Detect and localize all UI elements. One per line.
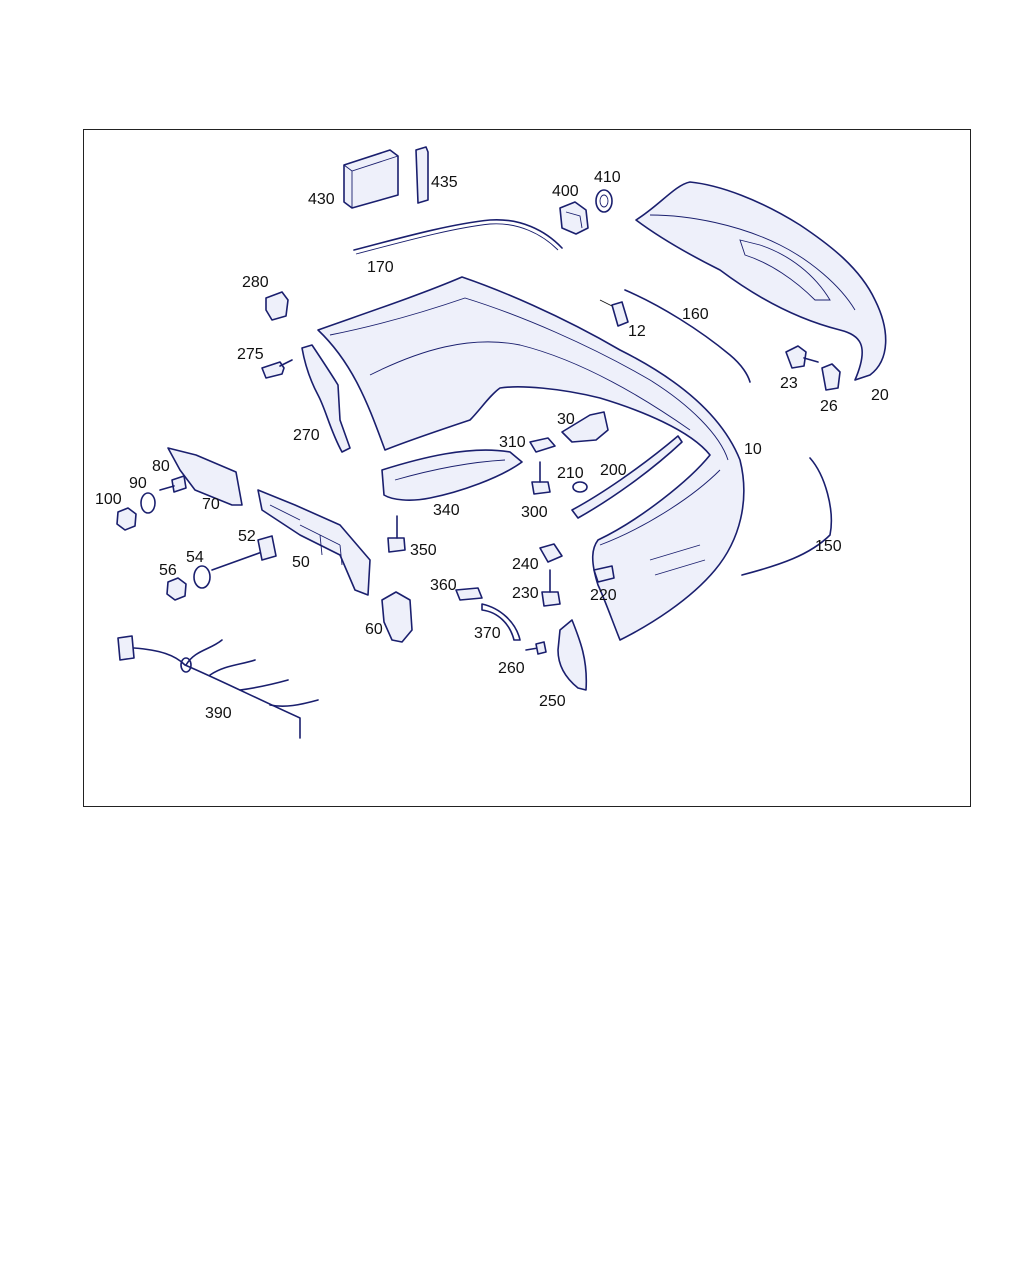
label-26: 26 [820, 398, 838, 415]
label-20: 20 [871, 387, 889, 404]
part-52-bolt [211, 535, 277, 571]
label-200: 200 [600, 462, 627, 479]
part-270-side-bracket [301, 344, 351, 453]
label-150: 150 [815, 538, 842, 555]
label-400: 400 [552, 183, 579, 200]
label-230: 230 [512, 585, 539, 602]
label-370: 370 [474, 625, 501, 642]
part-370-seal-strip [481, 603, 521, 641]
part-90-washer [140, 492, 156, 514]
part-340-undertray [381, 449, 523, 501]
part-435-bracket [415, 146, 429, 204]
part-54-washer [193, 565, 211, 589]
part-430-control-module [343, 149, 399, 209]
part-150-trim-strip [741, 457, 833, 576]
part-260-rivet [525, 641, 547, 655]
part-160-trim-strip [624, 289, 751, 383]
label-54: 54 [186, 549, 204, 566]
label-310: 310 [499, 434, 526, 451]
part-400-parking-sensor [559, 201, 589, 235]
label-90: 90 [129, 475, 147, 492]
label-300: 300 [521, 504, 548, 521]
label-435: 435 [431, 174, 458, 191]
part-labels: 430 435 400 410 170 160 12 280 275 270 2… [95, 169, 889, 722]
part-100-nut [116, 507, 137, 531]
part-410-sensor-ring [595, 189, 613, 213]
label-10: 10 [744, 441, 762, 458]
label-30: 30 [557, 411, 575, 428]
label-50: 50 [292, 554, 310, 571]
label-430: 430 [308, 191, 335, 208]
label-52: 52 [238, 528, 256, 545]
label-12: 12 [628, 323, 646, 340]
label-160: 160 [682, 306, 709, 323]
part-50-energy-absorber [257, 489, 371, 596]
part-60-side-bracket [381, 591, 413, 643]
label-56: 56 [159, 562, 177, 579]
part-250-mud-flap [557, 619, 588, 691]
label-390: 390 [205, 705, 232, 722]
part-30-center-bracket [561, 411, 609, 443]
part-200-reinforcement [571, 435, 683, 519]
label-360: 360 [430, 577, 457, 594]
part-170-trim-strip [353, 219, 563, 251]
label-220: 220 [590, 587, 617, 604]
label-170: 170 [367, 259, 394, 276]
label-270: 270 [293, 427, 320, 444]
label-80: 80 [152, 458, 170, 475]
label-350: 350 [410, 542, 437, 559]
diagram-frame [83, 129, 971, 807]
label-410: 410 [594, 169, 621, 186]
label-210: 210 [557, 465, 584, 482]
label-23: 23 [780, 375, 798, 392]
part-300-screw [531, 461, 551, 495]
part-26-clip [821, 363, 841, 391]
label-340: 340 [433, 502, 460, 519]
part-360-pad [455, 587, 483, 601]
label-100: 100 [95, 491, 122, 508]
part-220-grommet [593, 565, 615, 583]
part-230-screw [541, 569, 561, 607]
part-20-rear-diffuser [635, 181, 887, 381]
part-210-washer [572, 481, 588, 493]
label-275: 275 [237, 346, 264, 363]
label-240: 240 [512, 556, 539, 573]
part-56-nut [166, 577, 187, 601]
label-250: 250 [539, 693, 566, 710]
part-310-clip [529, 437, 556, 453]
part-23-screw [785, 345, 819, 369]
part-390-wiring-harness [117, 635, 319, 739]
label-260: 260 [498, 660, 525, 677]
part-280-clip [265, 291, 289, 321]
part-80-stud [159, 475, 187, 493]
label-280: 280 [242, 274, 269, 291]
part-275-fastener [261, 359, 293, 379]
part-240-clip [539, 543, 563, 563]
label-60: 60 [365, 621, 383, 638]
part-350-screw [387, 515, 406, 553]
label-70: 70 [202, 496, 220, 513]
part-70-mount-bracket [167, 447, 243, 506]
part-12-clip [611, 301, 629, 327]
